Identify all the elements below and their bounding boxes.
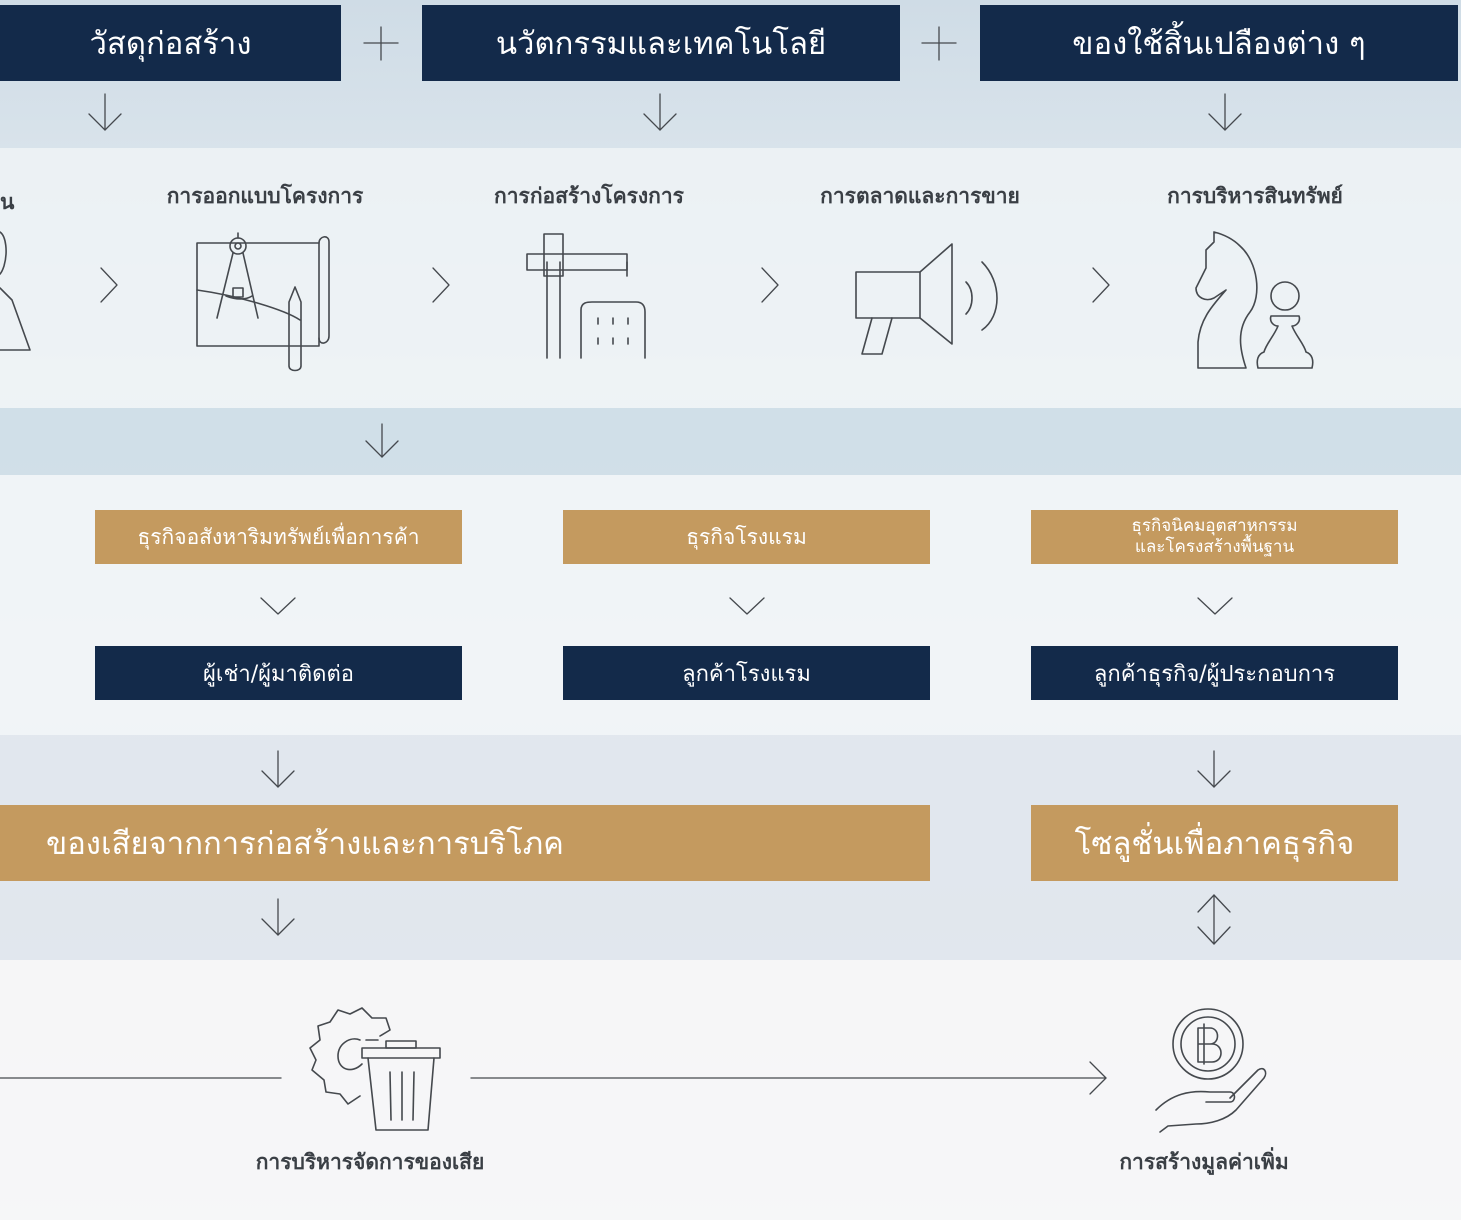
chevron-right-icon bbox=[432, 267, 450, 303]
stage-label-marketing: การตลาดและการขาย bbox=[820, 184, 1020, 208]
plus-icon bbox=[363, 26, 399, 61]
plus-icon bbox=[921, 26, 957, 61]
result-label-waste-management: การบริหารจัดการของเสีย bbox=[255, 1150, 485, 1174]
arrow-down-icon bbox=[88, 93, 122, 131]
input-label: นวัตกรรมและเทคโนโลยี bbox=[495, 26, 827, 62]
arrow-down-icon bbox=[643, 93, 677, 131]
arrow-down-icon bbox=[1197, 750, 1231, 788]
business-label: ธุรกิจอสังหาริมทรัพย์เพื่อการค้า bbox=[137, 524, 420, 549]
customer-label: ลูกค้าธุรกิจ/ผู้ประกอบการ bbox=[1093, 661, 1336, 687]
input-box-innovation: นวัตกรรมและเทคโนโลยี bbox=[422, 5, 900, 81]
customer-label: ผู้เช่า/ผู้มาติดต่อ bbox=[203, 661, 354, 687]
business-box-hotel: ธุรกิจโรงแรม bbox=[563, 510, 930, 564]
connector-band bbox=[0, 408, 1461, 475]
customer-box-tenants: ผู้เช่า/ผู้มาติดต่อ bbox=[95, 646, 462, 700]
business-label-line1: ธุรกิจนิคมอุตสาหกรรม bbox=[1131, 516, 1298, 536]
stage-label-asset-management: การบริหารสินทรัพย์ bbox=[1167, 184, 1343, 208]
business-label-line2: และโครงสร้างพื้นฐาน bbox=[1134, 537, 1295, 557]
business-label: ธุรกิจโรงแรม bbox=[686, 524, 807, 549]
arrow-right-icon bbox=[470, 1061, 1107, 1095]
customer-box-business: ลูกค้าธุรกิจ/ผู้ประกอบการ bbox=[1031, 646, 1398, 700]
megaphone-icon bbox=[855, 243, 998, 355]
value-chain-band bbox=[0, 148, 1461, 408]
output-label-solutions: โซลูชั่นเพื่อภาคธุรกิจ bbox=[1074, 826, 1355, 862]
chevron-right-icon bbox=[761, 267, 779, 303]
chevron-down-icon bbox=[1197, 597, 1233, 615]
crane-building-icon bbox=[526, 233, 646, 359]
person-icon bbox=[0, 231, 31, 351]
arrow-down-icon bbox=[261, 898, 295, 936]
business-box-commercial: ธุรกิจอสังหาริมทรัพย์เพื่อการค้า bbox=[95, 510, 462, 564]
business-box-industrial: ธุรกิจนิคมอุตสาหกรรม และโครงสร้างพื้นฐาน bbox=[1031, 510, 1398, 564]
baht-coin-hand-icon bbox=[1155, 1008, 1267, 1133]
input-box-consumables: ของใช้สิ้นเปลืองต่าง ๆ bbox=[980, 5, 1458, 81]
arrow-down-icon bbox=[1208, 93, 1242, 131]
chevron-right-icon bbox=[1092, 267, 1110, 303]
result-band bbox=[0, 960, 1461, 1220]
blueprint-compass-icon bbox=[196, 232, 330, 372]
stage-label-design: การออกแบบโครงการ bbox=[166, 184, 364, 208]
arrow-updown-icon bbox=[1197, 894, 1231, 945]
gear-trash-icon bbox=[309, 1007, 441, 1131]
input-label: วัสดุก่อสร้าง bbox=[89, 26, 252, 62]
chevron-down-icon bbox=[729, 597, 765, 615]
customer-box-hotel: ลูกค้าโรงแรม bbox=[563, 646, 930, 700]
input-label: ของใช้สิ้นเปลืองต่าง ๆ bbox=[1072, 26, 1366, 62]
result-label-value-creation: การสร้างมูลค่าเพิ่ม bbox=[1119, 1150, 1289, 1174]
chess-pieces-icon bbox=[1195, 231, 1314, 369]
arrow-down-icon bbox=[365, 423, 399, 458]
customer-label: ลูกค้าโรงแรม bbox=[682, 661, 811, 687]
stage-label-partial: น bbox=[0, 190, 15, 214]
arrow-down-icon bbox=[261, 750, 295, 788]
output-label-waste: ของเสียจากการก่อสร้างและการบริโภค bbox=[46, 826, 564, 862]
input-box-materials: วัสดุก่อสร้าง bbox=[0, 5, 341, 81]
stage-label-construction: การก่อสร้างโครงการ bbox=[494, 184, 684, 208]
chevron-down-icon bbox=[260, 597, 296, 615]
chevron-right-icon bbox=[100, 267, 118, 303]
output-box-solutions: โซลูชั่นเพื่อภาคธุรกิจ bbox=[1031, 805, 1398, 881]
output-box-waste: ของเสียจากการก่อสร้างและการบริโภค bbox=[0, 805, 930, 881]
